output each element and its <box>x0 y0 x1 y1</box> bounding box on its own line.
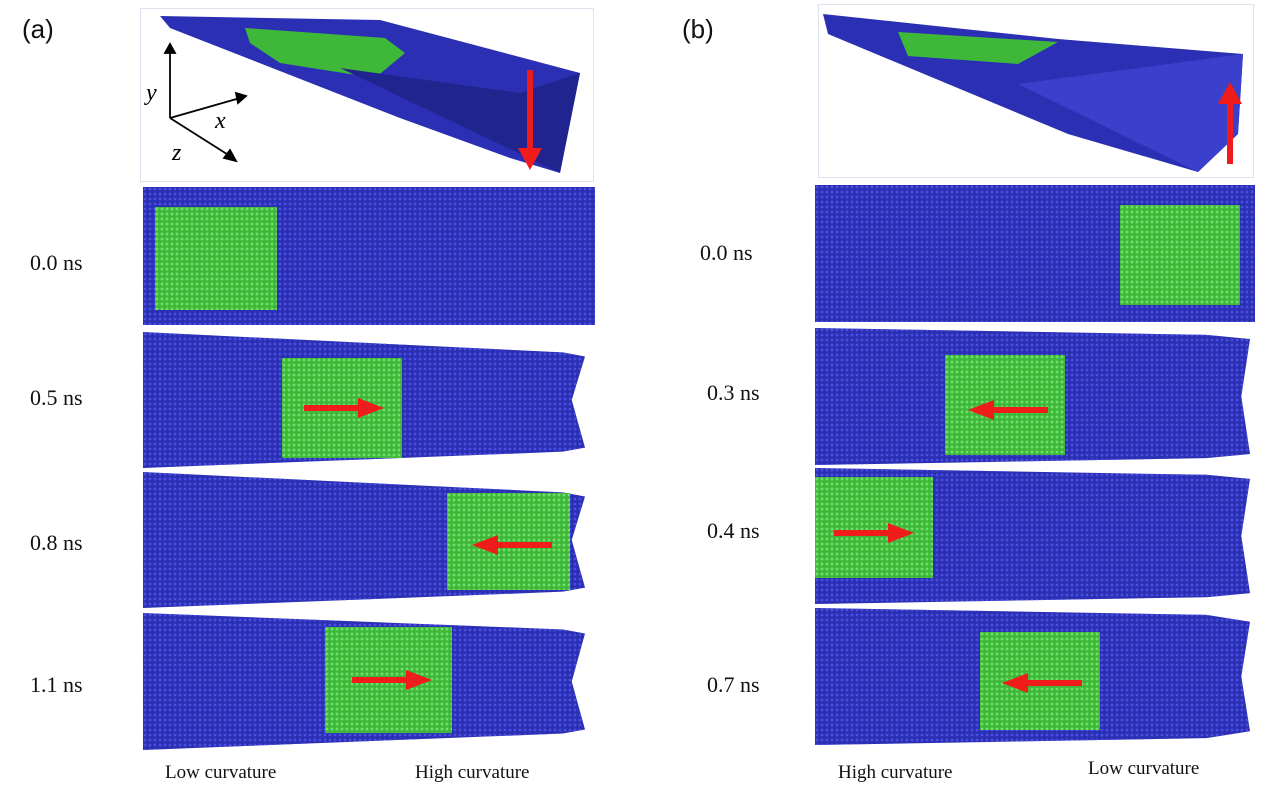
flake <box>1120 205 1240 305</box>
arrow-left-icon <box>968 400 1048 420</box>
flake <box>447 493 570 590</box>
panel-b-3d-sheet <box>823 14 1243 172</box>
arrow-right-icon <box>352 670 432 690</box>
time-label: 0.4 ns <box>707 518 760 543</box>
time-label: 0.0 ns <box>700 240 753 265</box>
arrow-left-icon <box>1002 673 1082 693</box>
y-axis-label: y <box>146 80 157 106</box>
bottom-right-label: Low curvature <box>1088 758 1200 779</box>
arrow-right-icon <box>834 523 914 543</box>
time-label: 0.5 ns <box>30 385 83 410</box>
panel-a-label: (a) <box>22 14 54 44</box>
panel-a-3d-sheet <box>160 16 580 173</box>
flake <box>155 207 277 310</box>
bottom-left-label: High curvature <box>838 762 953 783</box>
x-axis-label: x <box>215 108 226 134</box>
arrow-left-icon <box>472 535 552 555</box>
panel-b-label: (b) <box>682 14 714 44</box>
time-label: 0.3 ns <box>707 380 760 405</box>
time-label: 0.8 ns <box>30 530 83 555</box>
panel-a-3d-view <box>140 8 594 182</box>
time-label: 0.7 ns <box>707 672 760 697</box>
time-label: 0.0 ns <box>30 250 83 275</box>
bottom-right-label: High curvature <box>415 762 530 783</box>
panel-b-3d-view <box>818 4 1254 178</box>
arrow-right-icon <box>304 398 384 418</box>
flake <box>945 355 1065 455</box>
bottom-left-label: Low curvature <box>165 762 277 783</box>
time-label: 1.1 ns <box>30 672 83 697</box>
z-axis-label: z <box>172 140 182 166</box>
flake <box>815 477 933 578</box>
